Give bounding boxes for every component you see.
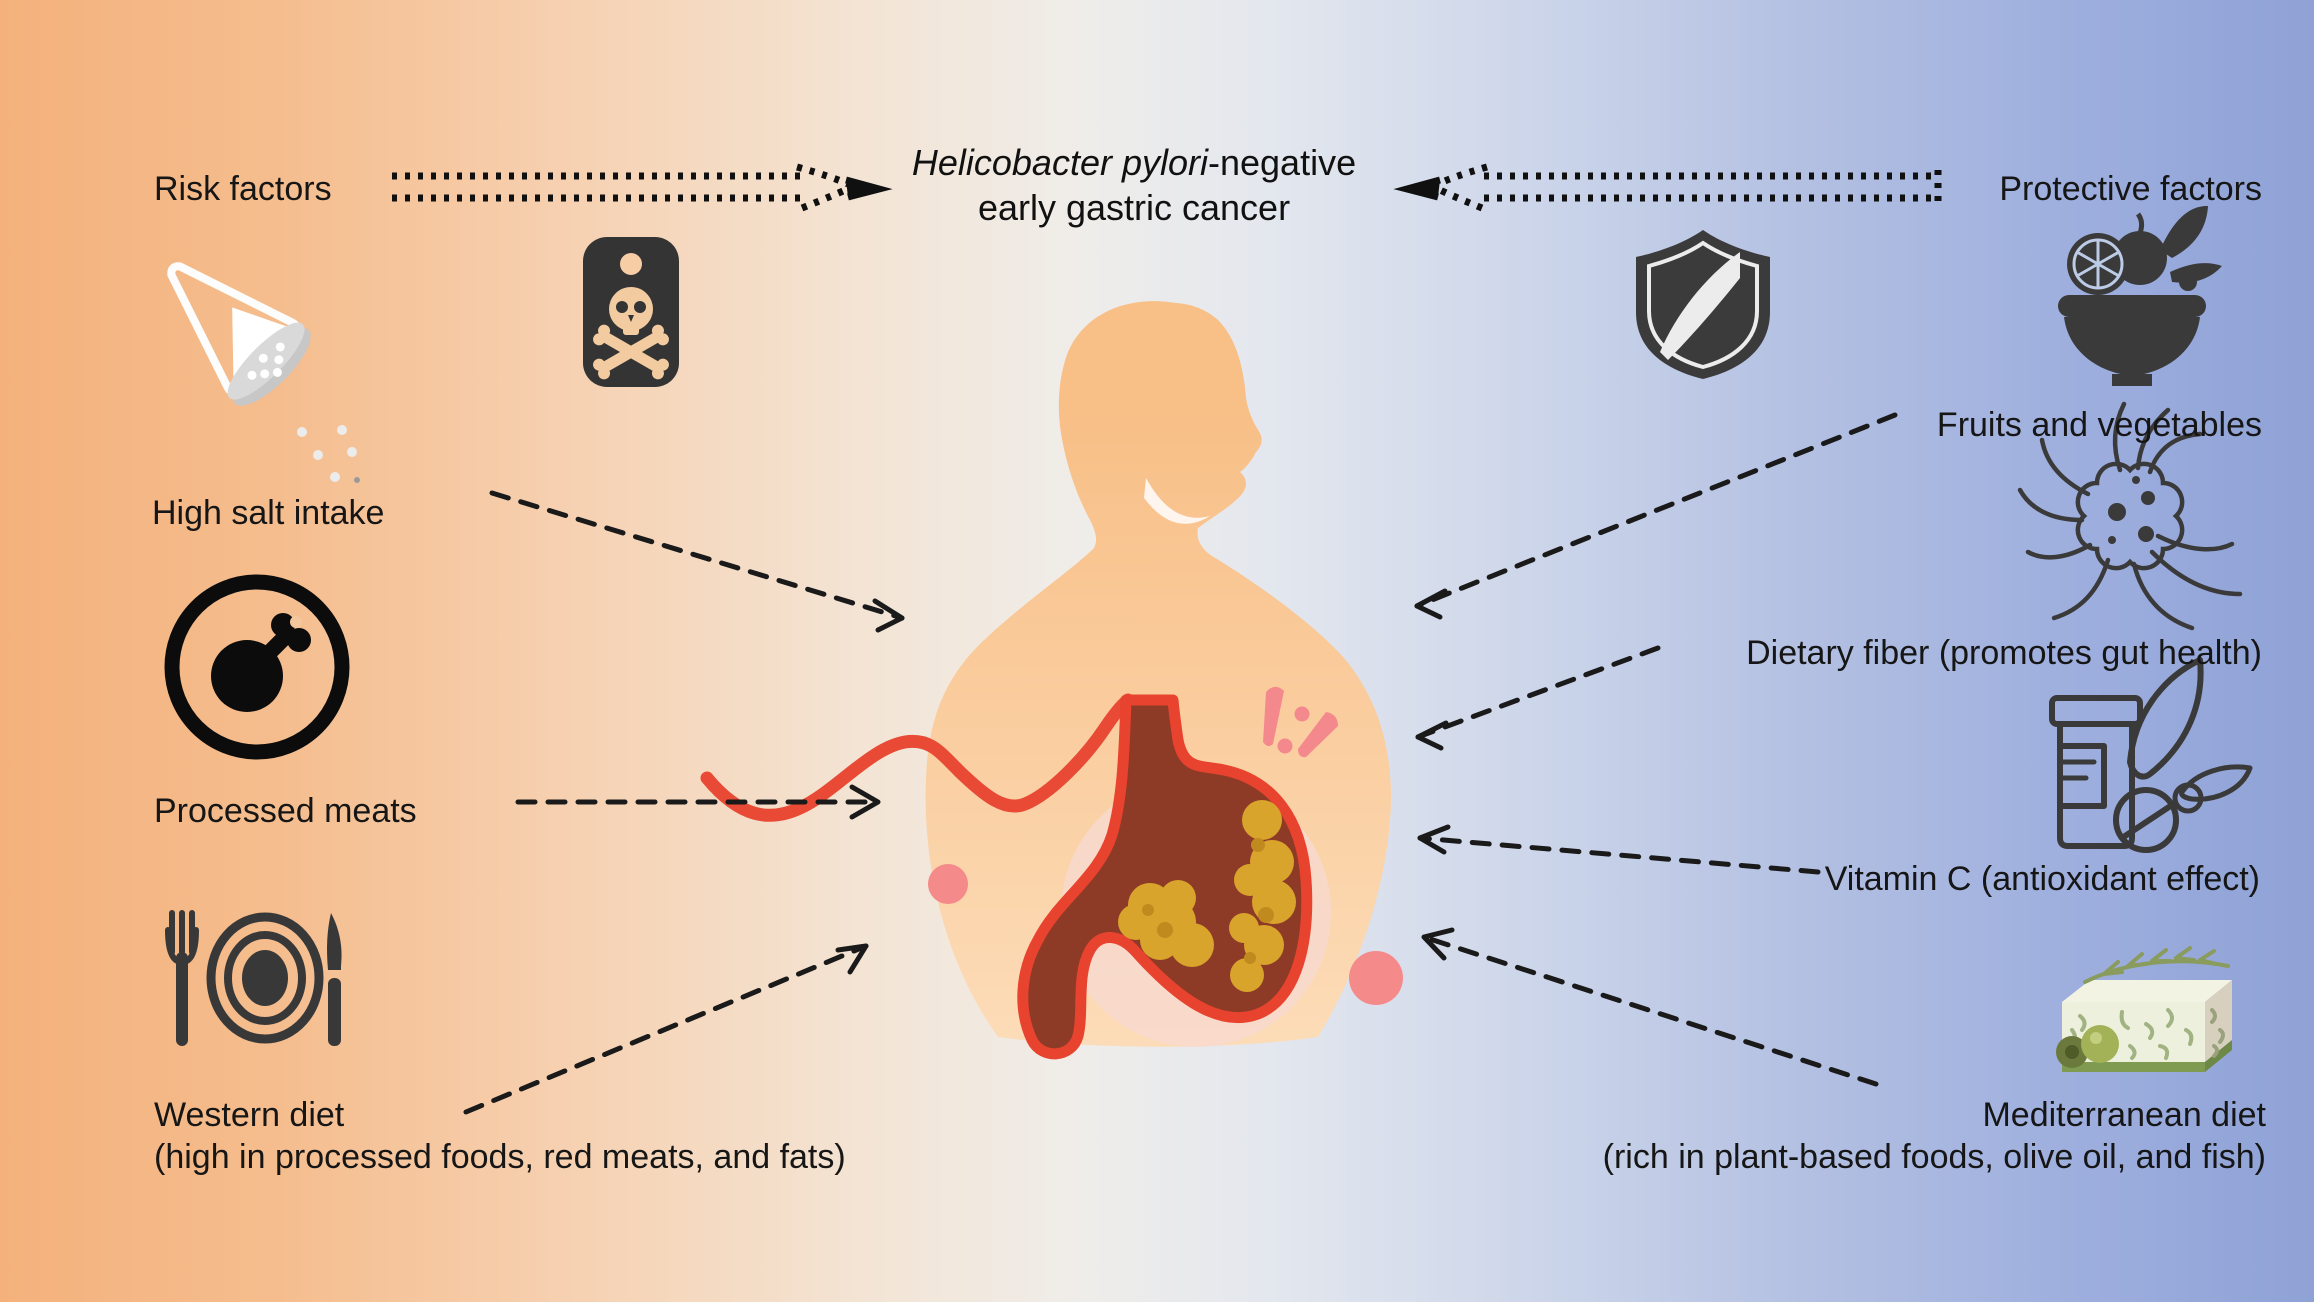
- western-diet-label: Western diet (high in processed foods, r…: [154, 1094, 846, 1178]
- risk-factors-arrow: [392, 163, 893, 212]
- mediterranean-diet-arrow: [1421, 927, 1879, 1087]
- protective-factors-header: Protective factors: [1999, 170, 2262, 208]
- salt-shaker-icon: [167, 262, 311, 406]
- processed-meats-arrow: [515, 784, 881, 820]
- feta-and-olives-icon: [2056, 946, 2232, 1072]
- cancer-lesions: [1118, 800, 1296, 992]
- processed-meats-label: Processed meats: [154, 792, 417, 830]
- mediterranean-diet-line2: (rich in plant-based foods, olive oil, a…: [1602, 1138, 2266, 1176]
- high-salt-label: High salt intake: [152, 494, 385, 532]
- pink-dot-right: [1349, 951, 1403, 1005]
- drumstick-circle-icon: [164, 574, 350, 760]
- dietary-fiber-label: Dietary fiber (promotes gut health): [1746, 634, 2262, 672]
- fruits-vegetables-arrow: [1414, 412, 1898, 620]
- western-diet-arrow: [463, 943, 869, 1115]
- risk-factors-header: Risk factors: [154, 170, 332, 208]
- salt-grains: [297, 425, 360, 483]
- western-diet-line1: Western diet: [154, 1096, 345, 1134]
- mediterranean-diet-line1: Mediterranean diet: [1982, 1096, 2266, 1134]
- stomach-illustration: [700, 693, 1313, 1060]
- high-salt-arrow: [489, 490, 905, 633]
- vitamin-bottle-icon: [2049, 657, 2253, 853]
- vitamin-c-label: Vitamin C (antioxidant effect): [1824, 860, 2260, 898]
- alert-exclamation-marks: [1263, 686, 1338, 758]
- protective-factors-arrow: [1393, 163, 1942, 212]
- pink-dot-left: [928, 864, 968, 904]
- fruits-vegetables-label: Fruits and vegetables: [1936, 406, 2262, 444]
- place-setting-icon: [165, 910, 342, 1046]
- title-line2: early gastric cancer: [977, 187, 1291, 228]
- fruit-bowl-icon: [2058, 205, 2222, 386]
- skull-crossbones-tag-icon: [583, 237, 679, 387]
- lesion-shading: [1142, 838, 1274, 964]
- fiber-strand-icon: [2017, 401, 2243, 631]
- dietary-fiber-arrow: [1415, 645, 1661, 751]
- shield-icon: [1636, 230, 1770, 379]
- jaw-highlight: [1144, 478, 1210, 524]
- diagram-title: Helicobacter pylori-negative early gastr…: [874, 140, 1394, 230]
- mediterranean-diet-label: Mediterranean diet (rich in plant-based …: [1603, 1094, 2266, 1178]
- title-line1: Helicobacter pylori-negative: [911, 142, 1357, 183]
- vitamin-c-arrow: [1417, 824, 1821, 875]
- esophagus-wave: [700, 693, 1135, 822]
- western-diet-line2: (high in processed foods, red meats, and…: [154, 1138, 846, 1176]
